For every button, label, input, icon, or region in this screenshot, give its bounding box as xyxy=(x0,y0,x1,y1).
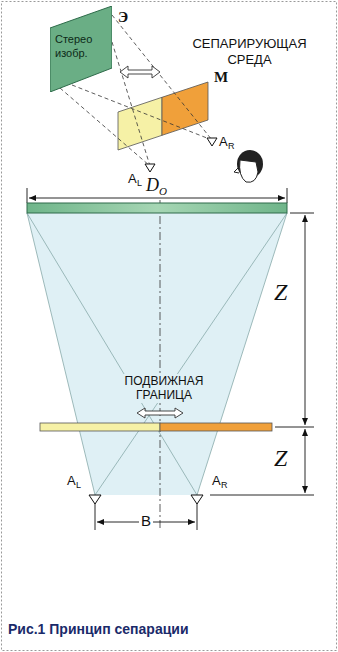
node-text: Стерео изобр. xyxy=(55,33,109,61)
eye-label: A xyxy=(219,135,228,148)
eye-subscript: R xyxy=(228,142,235,151)
view-zone xyxy=(27,213,287,495)
eye-label: A xyxy=(128,172,137,185)
eye-subscript: R xyxy=(221,481,228,490)
stereo-screen xyxy=(27,203,287,213)
move-arrow xyxy=(137,408,183,418)
dimension-label: Z xyxy=(274,280,287,304)
dimension-subscript: O xyxy=(159,186,167,197)
ray-lines xyxy=(27,213,287,495)
border-label: ПОДВИЖНАЯ ГРАНИЦА xyxy=(108,374,220,403)
eye-subscript: L xyxy=(76,481,81,490)
eye-symbol xyxy=(89,495,101,504)
eye-symbol xyxy=(191,495,203,504)
axis-line xyxy=(160,200,161,530)
eye-symbol xyxy=(207,138,217,146)
eye-label: A xyxy=(67,474,76,487)
medium-letter: М xyxy=(214,70,228,85)
viewer-head xyxy=(234,150,263,182)
dimension-lines xyxy=(27,188,314,530)
eye-subscript: L xyxy=(137,179,142,188)
eye-label: A xyxy=(212,474,221,487)
eye-symbol xyxy=(145,164,155,172)
screen-shape xyxy=(50,6,112,92)
figure-caption: Рис.1 Принцип сепарации xyxy=(8,622,189,636)
yellow-filter xyxy=(118,97,162,150)
dimension-label: B xyxy=(139,513,153,528)
dimension-label: Z xyxy=(274,446,287,470)
screen-letter: Э xyxy=(118,10,128,25)
move-arrow xyxy=(120,66,160,78)
yellow-filter xyxy=(40,423,160,431)
stereo-screen: Стерео изобр. xyxy=(50,6,112,92)
dimension-label: D xyxy=(146,176,159,194)
orange-filter xyxy=(162,82,208,135)
medium-label: СЕПАРИРУЮЩАЯ СРЕДА xyxy=(172,36,327,67)
orange-filter xyxy=(160,423,272,431)
